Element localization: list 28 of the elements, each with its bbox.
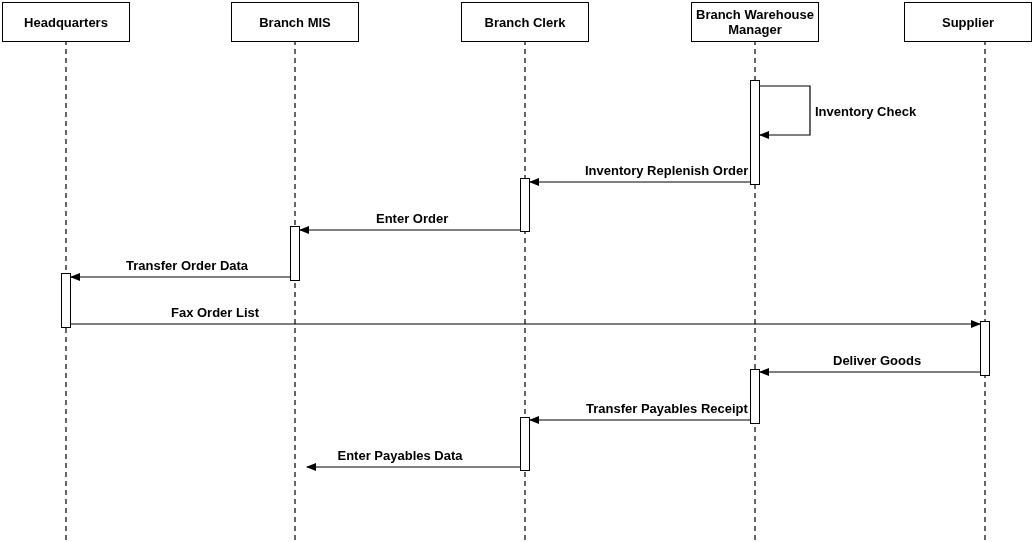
message-label: Enter Order xyxy=(376,211,449,226)
message-label: Enter Payables Data xyxy=(337,448,463,463)
message-label: Inventory Check xyxy=(815,104,917,119)
participant-box: Branch Warehouse Manager xyxy=(691,2,819,42)
participant-box: Headquarters xyxy=(2,2,130,42)
activation-bar xyxy=(980,321,990,376)
message-label: Inventory Replenish Order xyxy=(585,163,749,178)
participant-box: Supplier xyxy=(904,2,1032,42)
activation-bar xyxy=(750,369,760,424)
message-label: Deliver Goods xyxy=(833,353,922,368)
participant-box: Branch Clerk xyxy=(461,2,589,42)
activation-bar xyxy=(520,417,530,471)
activation-bar xyxy=(61,273,71,328)
message-label: Fax Order List xyxy=(171,305,260,320)
arrow xyxy=(306,463,521,471)
activation-bar xyxy=(750,80,760,185)
arrow xyxy=(299,226,521,234)
activation-bar xyxy=(290,226,300,281)
message-label: Transfer Order Data xyxy=(126,258,249,273)
self-loop-arrow xyxy=(759,85,811,139)
arrow xyxy=(70,273,291,281)
arrow xyxy=(529,178,751,186)
arrow xyxy=(70,320,981,328)
activation-bar xyxy=(520,178,530,232)
participant-box: Branch MIS xyxy=(231,2,359,42)
arrow xyxy=(759,368,981,376)
arrow xyxy=(529,416,751,424)
message-label: Transfer Payables Receipt xyxy=(586,401,748,416)
